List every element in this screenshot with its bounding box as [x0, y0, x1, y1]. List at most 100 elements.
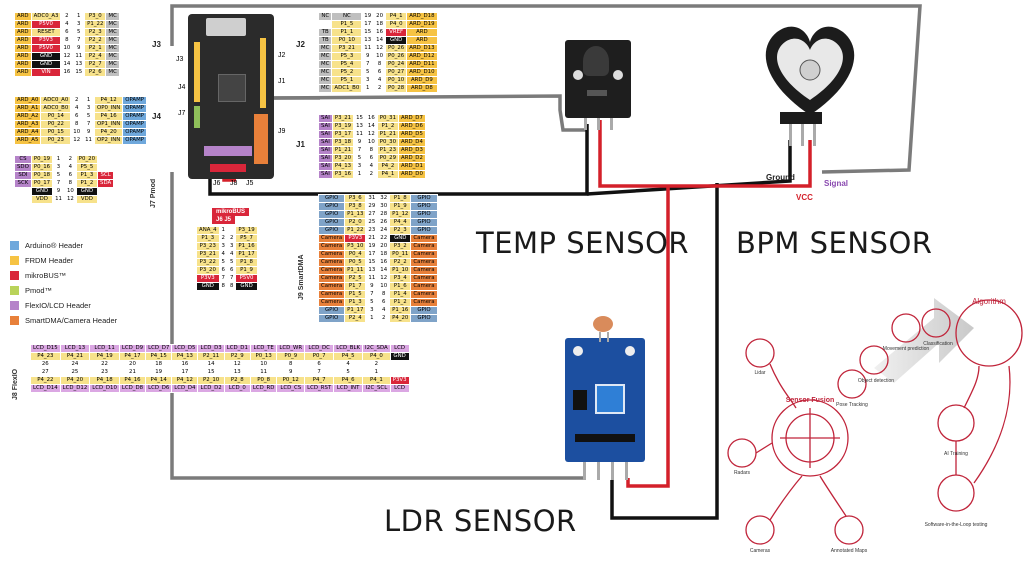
- bpm-pin-signal: [813, 124, 816, 146]
- j7-cell: [14, 187, 32, 196]
- vcc-label: VCC: [796, 193, 813, 202]
- mikrobus-cell: P1_9: [235, 266, 258, 275]
- j9-cell: Camera: [410, 258, 438, 267]
- ldr-leg: [607, 332, 609, 342]
- j8-cell: 9: [276, 368, 306, 377]
- j7-cell: CS: [14, 155, 32, 164]
- j3-cell: P3V3: [30, 36, 62, 45]
- j8-cell: 23: [89, 368, 120, 377]
- j8-cell: P0_13: [249, 352, 278, 361]
- j3-cell: MC: [105, 52, 120, 61]
- j3-cell: 8: [60, 36, 74, 45]
- j4-cell: P0_22: [40, 120, 72, 129]
- mikrobus-cell: 5: [218, 258, 229, 267]
- j7-cell: 9: [52, 187, 65, 196]
- j8-cell: P0_8: [249, 376, 278, 385]
- lidar-label: Lidar: [754, 370, 765, 376]
- j8-cell: P4_23: [30, 352, 61, 361]
- j1-cell: SAI: [318, 162, 333, 171]
- header-strip-j3: [194, 42, 200, 102]
- j3-cell: P2_7: [84, 60, 107, 69]
- j9-cell: P2_4: [344, 314, 367, 323]
- j3-cell: ARD: [14, 68, 32, 77]
- j8-cell: P4_19: [89, 352, 120, 361]
- j1-cell: P1_23: [376, 146, 400, 155]
- j2-cell: 4: [373, 76, 386, 85]
- j7-cell: 10: [63, 187, 77, 196]
- j8-cell: LCD_0: [223, 384, 251, 393]
- bpm-pin-vcc: [801, 124, 804, 146]
- j3-cell: 3: [72, 20, 86, 29]
- j4-cell: ARD_A1: [13, 104, 42, 113]
- board-j6-label: J6: [213, 180, 221, 187]
- board-j8-label: J8: [230, 180, 238, 187]
- j8-cell: 4: [333, 360, 364, 369]
- j3-cell: P2_1: [84, 44, 107, 53]
- j7-cell: [14, 195, 32, 204]
- sil-label: Software-in-the-Loop testing: [925, 522, 988, 528]
- j8-cell: LCD_RD: [249, 384, 278, 393]
- j2-cell: P5_4: [331, 60, 363, 69]
- j3-cell: RESET: [30, 28, 62, 37]
- j3-cell: 5: [72, 28, 86, 37]
- sensor-fusion-circle: [771, 399, 849, 477]
- j4-cell: OPAMP: [122, 104, 148, 113]
- j3-cell: MC: [105, 36, 120, 45]
- mcu-chip: [218, 74, 246, 102]
- j2-cell: ARD: [406, 28, 438, 37]
- j8-cell: P0_12: [276, 376, 306, 385]
- j8-cell: 21: [118, 368, 147, 377]
- j1-cell: ARD_D0: [398, 170, 426, 179]
- j8-cell: P2_9: [223, 352, 251, 361]
- j7-cell: SDO: [14, 163, 32, 172]
- j8-cell: LCD_D10: [89, 384, 120, 393]
- j7-cell: 11: [52, 195, 65, 204]
- j2-cell: GND: [384, 36, 408, 45]
- j4-cell: 11: [82, 136, 95, 145]
- j9-cell: P1_3: [344, 298, 367, 307]
- j9-cell: Camera: [410, 282, 438, 291]
- j3-cell: ADC0_A3: [30, 12, 62, 21]
- algorithm-label: Algorithm: [972, 297, 1006, 306]
- j8-cell: P2_8: [223, 376, 251, 385]
- j8-cell: LCD_CS: [276, 384, 306, 393]
- mikrobus-cell: 5: [226, 258, 237, 267]
- j8-cell: 12: [223, 360, 251, 369]
- mikrobus-cell: 8: [226, 282, 237, 291]
- j4-cell: 8: [70, 120, 84, 129]
- legend-item: Pmod™: [10, 283, 117, 298]
- j1-cell: ARD_D6: [398, 122, 426, 131]
- legend-swatch: [10, 301, 19, 310]
- mikrobus-cell: ANA_4: [196, 226, 220, 235]
- wire-grey-temp: [267, 94, 587, 132]
- j1-cell: 9: [353, 138, 366, 147]
- j3-cell: ARD: [14, 36, 32, 45]
- j4-cell: 4: [70, 104, 84, 113]
- j2-cell: MC: [317, 60, 333, 69]
- j1-cell: P1_21: [376, 130, 400, 139]
- j4-cell: ARD_A0: [13, 96, 42, 105]
- j9-cell: P3_4: [389, 274, 412, 283]
- j9-cell: Camera: [317, 234, 346, 243]
- j4-cell: ADC0_B0: [40, 104, 72, 113]
- j2-cell: MC: [317, 68, 333, 77]
- board-j7-label: J7: [178, 110, 186, 117]
- j2-cell: 17: [361, 20, 375, 29]
- j7-cell: P5_5: [75, 163, 99, 172]
- wire-red-bpm: [598, 120, 812, 188]
- j9-cell: P1_22: [344, 226, 367, 235]
- j8-cell: LCD: [389, 384, 410, 393]
- j3-cell: 9: [72, 44, 86, 53]
- mikrobus-cell: 7: [218, 274, 229, 283]
